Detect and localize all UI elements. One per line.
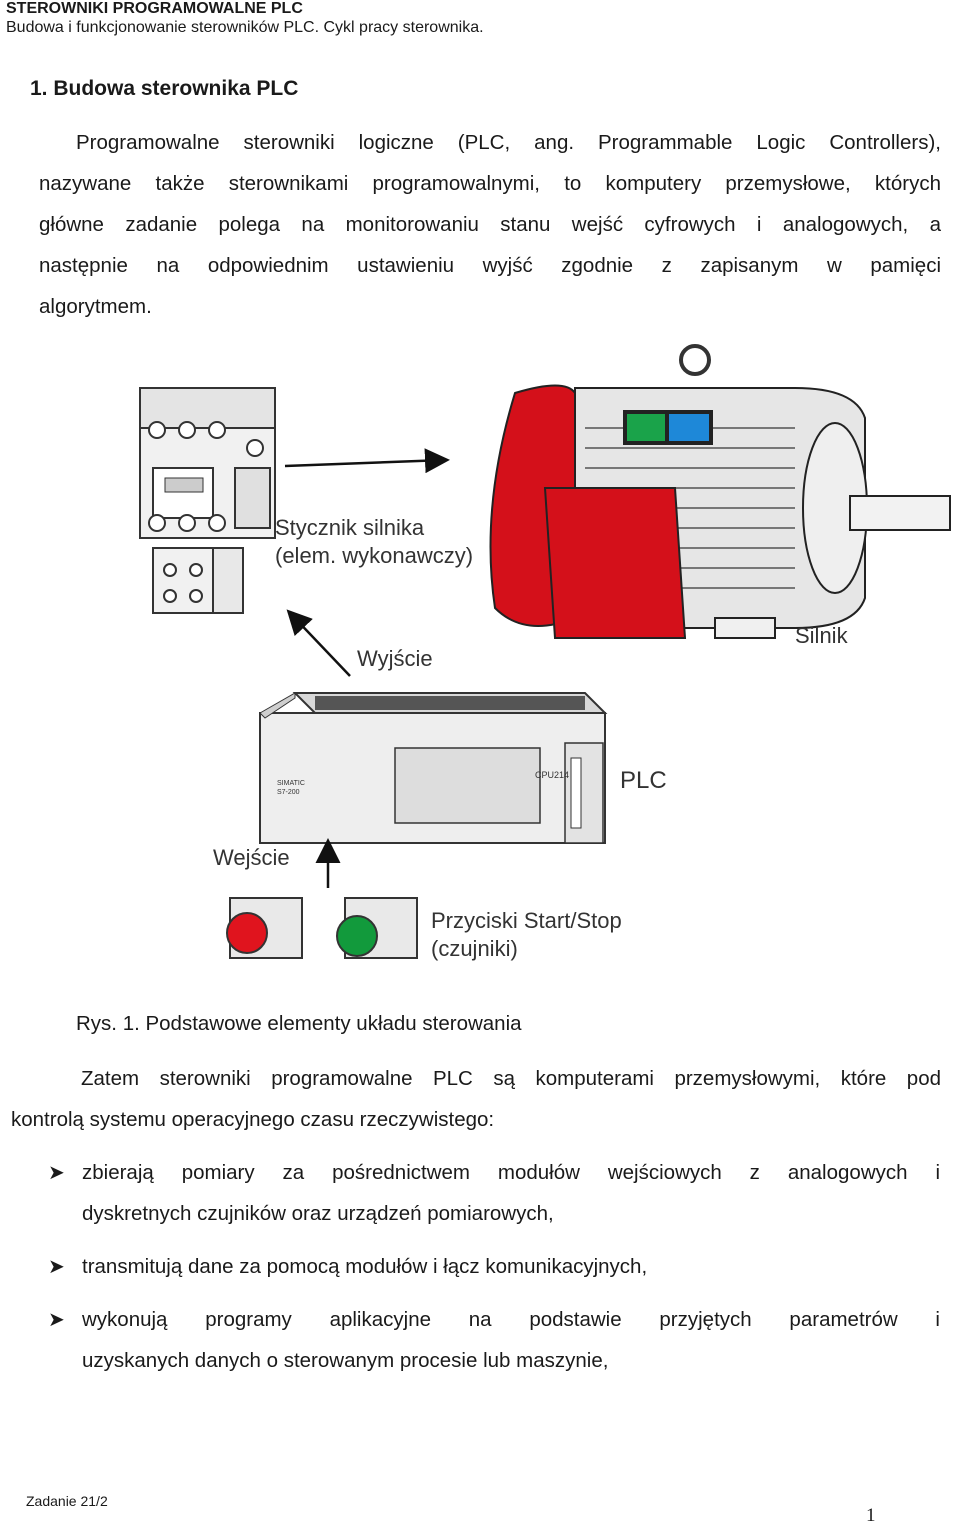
intro-line-2: nazywane także sterownikami programowaln… — [39, 172, 941, 195]
label-contactor-line1: Stycznik silnika — [275, 515, 425, 540]
contactor-illustration — [139, 387, 276, 614]
label-contactor-line2: (elem. wykonawczy) — [275, 543, 473, 568]
bullet-1-line-2: dyskretnych czujników oraz urządzeń pomi… — [82, 1202, 554, 1225]
bullet-3-line-2: uzyskanych danych o sterowanym procesie … — [82, 1349, 609, 1372]
document-header-subtitle: Budowa i funkcjonowanie sterowników PLC.… — [6, 19, 484, 36]
label-motor: Silnik — [795, 623, 849, 648]
figure-illustration: Stycznik silnika (elem. wykonawczy) — [139, 344, 951, 961]
bullet-1-line-1: zbierają pomiary za pośrednictwem modułó… — [82, 1161, 940, 1184]
label-plc: PLC — [620, 767, 667, 794]
document-header-title: STEROWNIKI PROGRAMOWALNE PLC — [6, 0, 303, 17]
label-output: Wyjście — [357, 646, 433, 671]
arrow-to-motor — [284, 448, 450, 474]
bullet-2-line-1: transmitują dane za pomocą modułów i łąc… — [82, 1255, 648, 1278]
plc-brand-line2: S7-200 — [277, 789, 300, 796]
body-line-1: Zatem sterowniki programowalne PLC są ko… — [81, 1067, 941, 1090]
footer-task-label: Zadanie 21/2 — [26, 1493, 108, 1509]
bullet-arrow-icon: ➤ — [48, 1162, 65, 1184]
figure-caption: Rys. 1. Podstawowe elementy układu stero… — [76, 1012, 522, 1035]
label-input: Wejście — [213, 845, 290, 870]
bullet-arrow-icon: ➤ — [48, 1256, 65, 1278]
push-button-red — [226, 897, 303, 959]
label-buttons-line1: Przyciski Start/Stop — [431, 908, 622, 933]
plc-illustration: CPU214 SIMATIC S7-200 — [259, 692, 608, 844]
section-heading: 1. Budowa sterownika PLC — [30, 77, 299, 100]
motor-illustration — [489, 344, 951, 639]
plc-brand-line1: SIMATIC — [277, 780, 305, 787]
push-button-green — [336, 897, 418, 959]
intro-line-1: Programowalne sterowniki logiczne (PLC, … — [76, 131, 941, 154]
arrow-output — [286, 609, 351, 677]
bullet-arrow-icon: ➤ — [48, 1309, 65, 1331]
body-line-2: kontrolą systemu operacyjnego czasu rzec… — [11, 1108, 495, 1131]
page-number: 1 — [866, 1505, 876, 1526]
bullet-3-line-1: wykonują programy aplikacyjne na podstaw… — [82, 1308, 940, 1331]
plc-cpu-label: CPU214 — [535, 770, 569, 780]
figure-control-system: Stycznik silnika (elem. wykonawczy) — [95, 338, 960, 998]
intro-line-3: główne zadanie polega na monitorowaniu s… — [39, 213, 941, 236]
intro-line-4: następnie na odpowiednim ustawieniu wyjś… — [39, 254, 941, 277]
intro-line-5: algorytmem. — [39, 295, 152, 318]
label-buttons-line2: (czujniki) — [431, 936, 518, 961]
